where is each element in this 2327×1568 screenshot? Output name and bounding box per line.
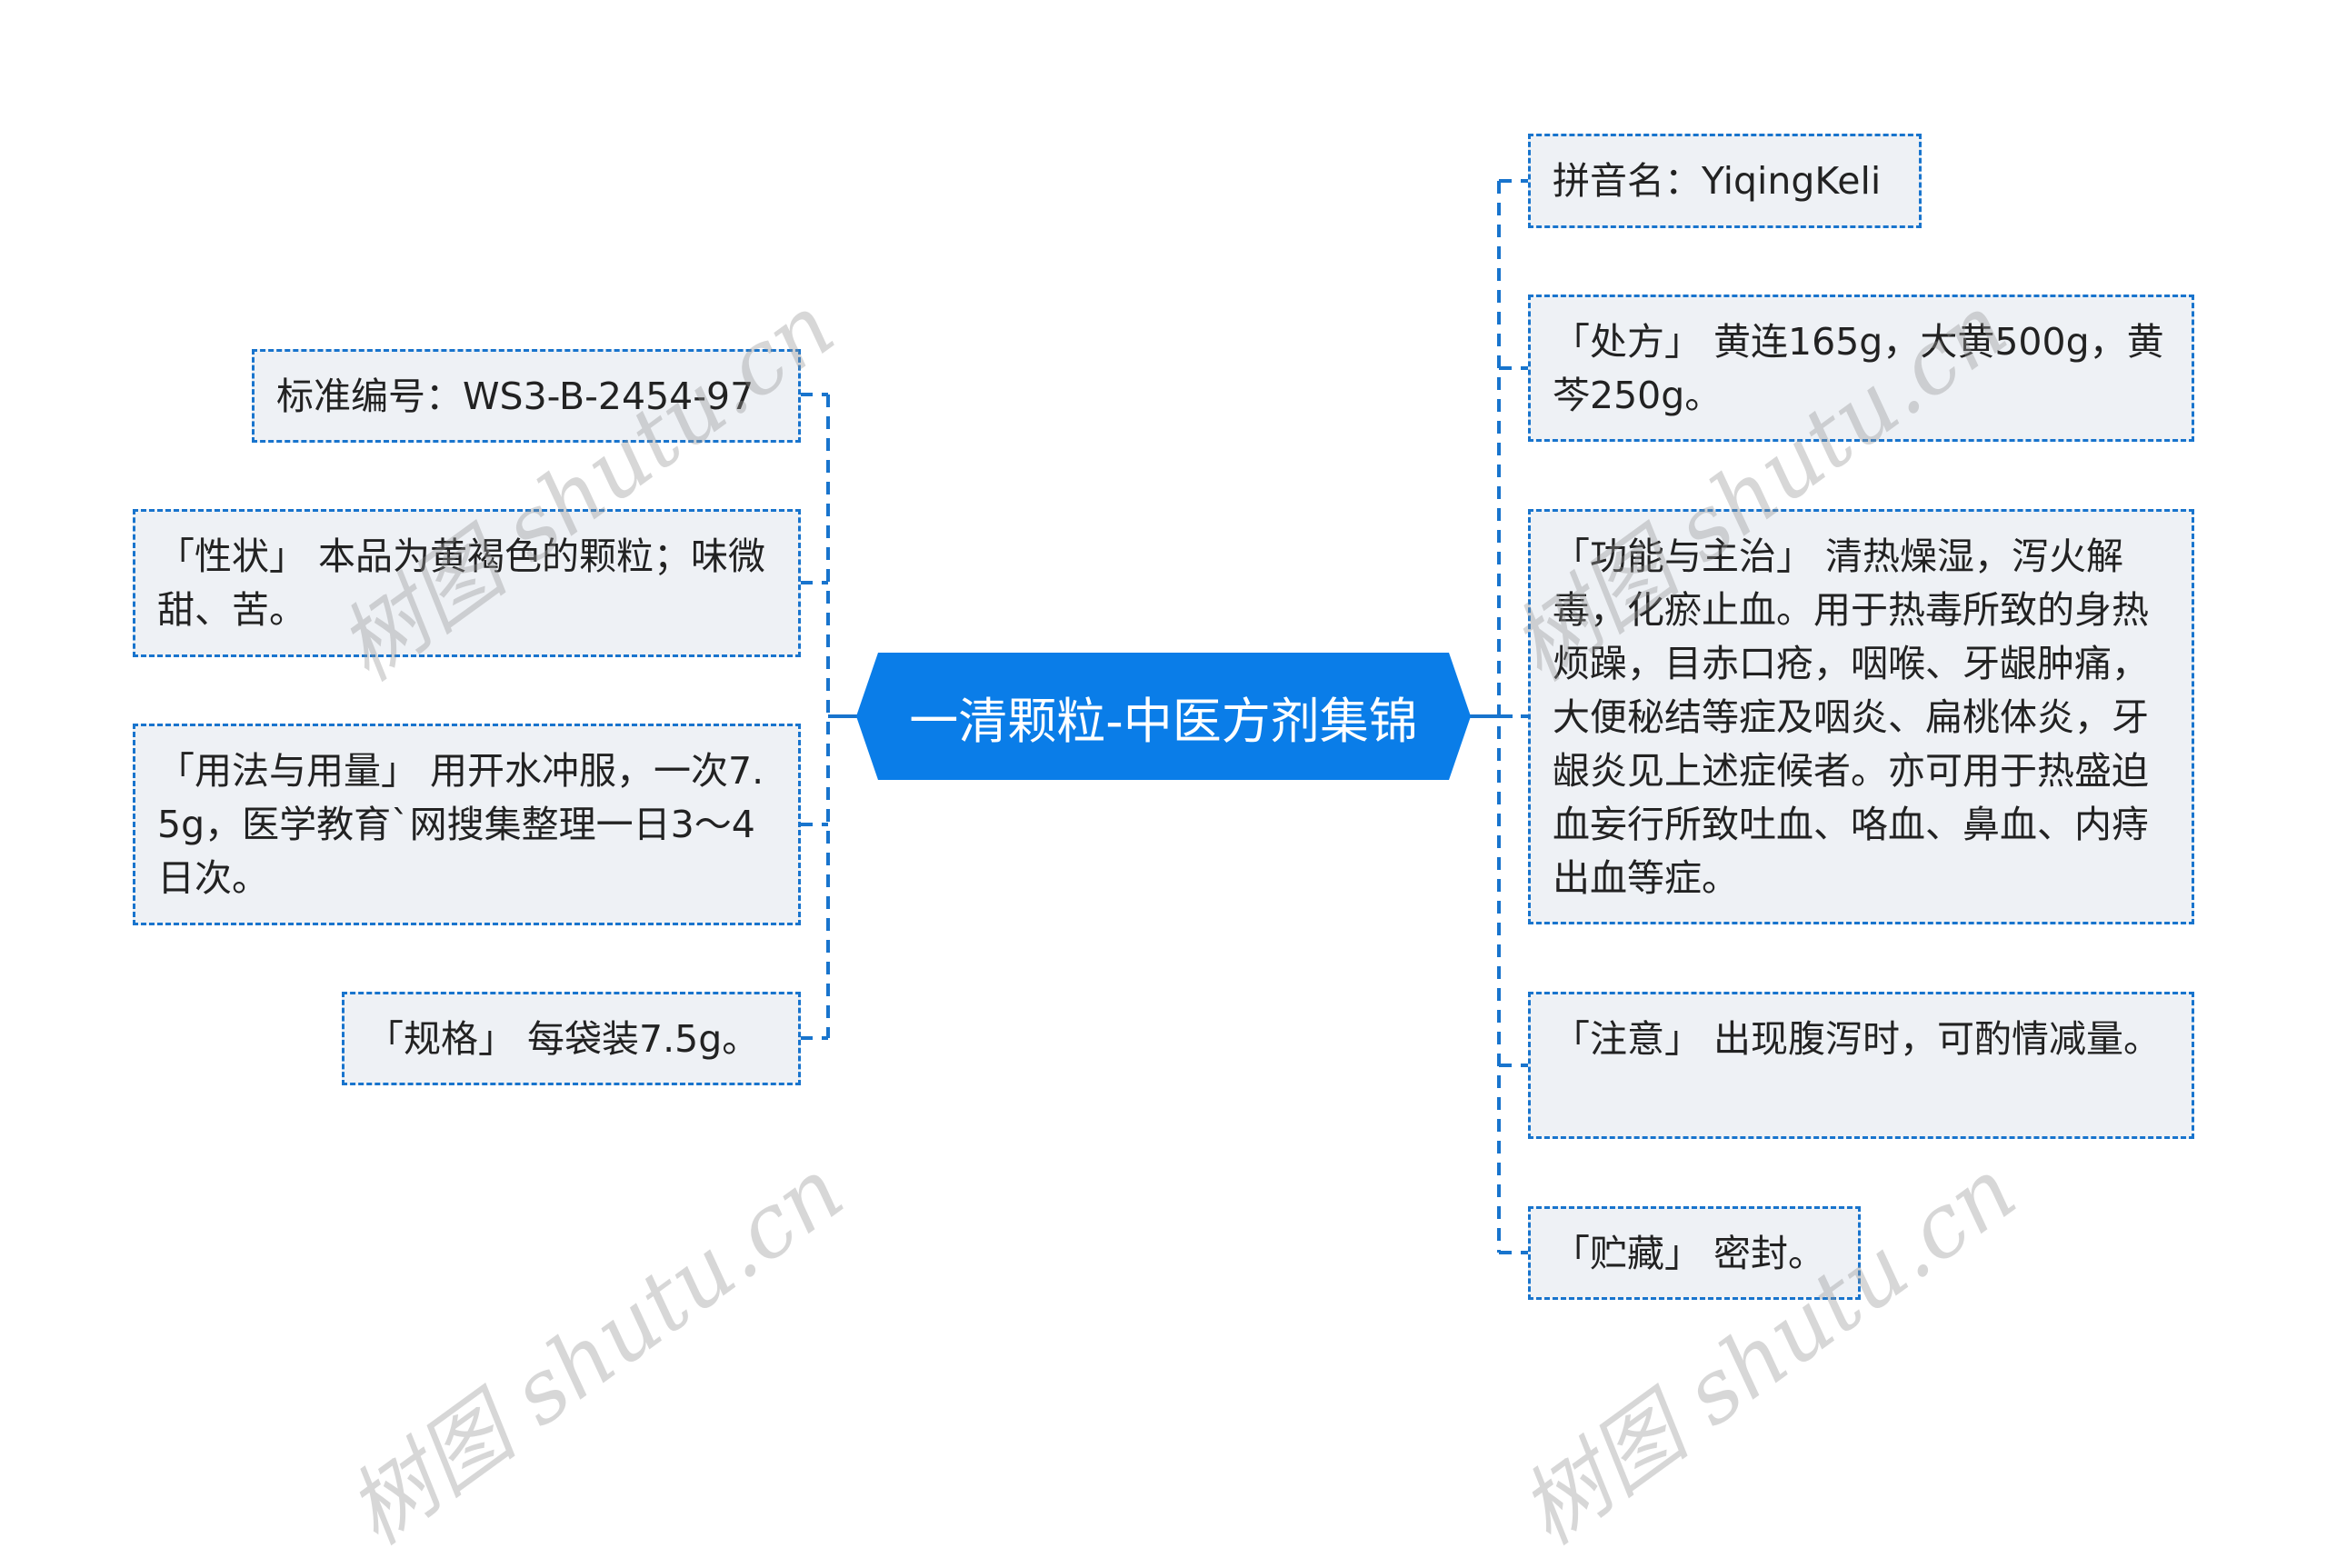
node-text: 「用法与用量」 用开水冲服，一次7.5g，医学教育`网搜集整理一日3～4日次。: [157, 749, 764, 900]
node-text: 拼音名：YiqingKeli: [1553, 159, 1882, 203]
node-text: 「注意」 出现腹泻时，可酌情减量。: [1553, 1017, 2162, 1061]
node-text: 「性状」 本品为黄褐色的颗粒；味微甜、苦。: [157, 534, 766, 632]
branch-node-storage[interactable]: 「贮藏」 密封。: [1528, 1206, 1861, 1300]
branch-node-usage-dosage[interactable]: 「用法与用量」 用开水冲服，一次7.5g，医学教育`网搜集整理一日3～4日次。: [133, 724, 801, 925]
node-text: 「功能与主治」 清热燥湿，泻火解毒，化瘀止血。用于热毒所致的身热烦躁，目赤口疮，…: [1553, 534, 2149, 900]
node-text: 「贮藏」 密封。: [1553, 1232, 1826, 1275]
branch-node-pinyin-name[interactable]: 拼音名：YiqingKeli: [1528, 134, 1922, 228]
connector-lines: [800, 179, 1529, 1254]
branch-node-standard-number[interactable]: 标准编号：WS3-B-2454-97: [252, 349, 801, 443]
node-text: 「规格」 每袋装7.5g。: [366, 1017, 760, 1061]
branch-node-specification[interactable]: 「规格」 每袋装7.5g。: [342, 992, 801, 1085]
branch-node-prescription[interactable]: 「处方」 黄连165g，大黄500g，黄芩250g。: [1528, 295, 2194, 442]
root-node[interactable]: 一清颗粒-中医方剂集锦: [856, 653, 1471, 780]
node-text: 「处方」 黄连165g，大黄500g，黄芩250g。: [1553, 320, 2164, 417]
root-node-title: 一清颗粒-中医方剂集锦: [909, 692, 1418, 750]
root-node-shape: [856, 653, 1471, 780]
branch-node-properties[interactable]: 「性状」 本品为黄褐色的颗粒；味微甜、苦。: [133, 509, 801, 657]
mind-map-canvas: 标准编号：WS3-B-2454-97 「性状」 本品为黄褐色的颗粒；味微甜、苦。…: [133, 134, 2194, 1564]
branch-node-precautions[interactable]: 「注意」 出现腹泻时，可酌情减量。: [1528, 992, 2194, 1139]
node-text: 标准编号：WS3-B-2454-97: [276, 375, 754, 418]
branch-node-function-indication[interactable]: 「功能与主治」 清热燥湿，泻火解毒，化瘀止血。用于热毒所致的身热烦躁，目赤口疮，…: [1528, 509, 2194, 924]
